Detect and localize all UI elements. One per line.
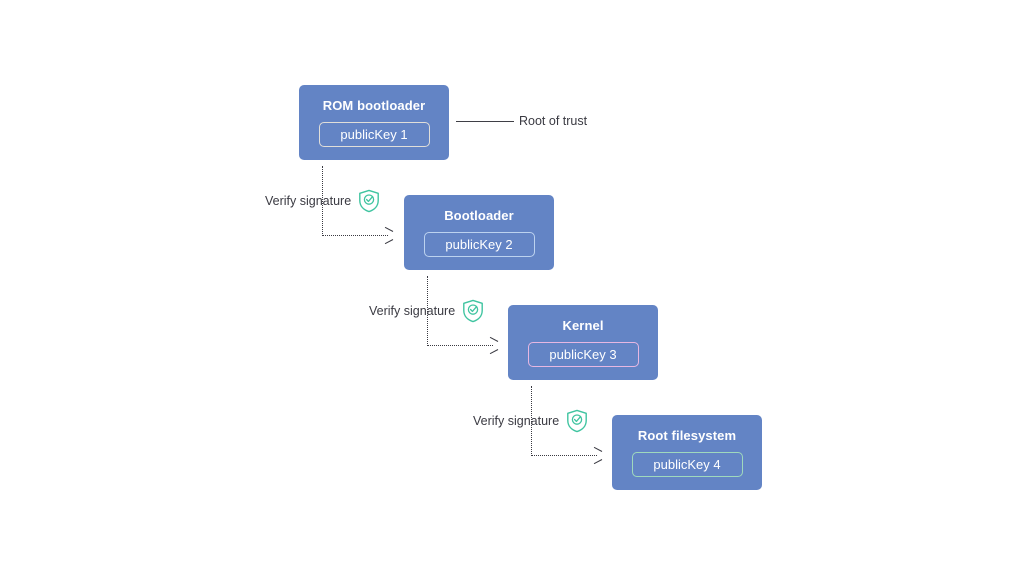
stage-box-root-filesystem[interactable]: Root filesystem publicKey 4 — [612, 415, 762, 490]
stage-title: Root filesystem — [637, 428, 737, 443]
verify-signature-label-1: Verify signature — [265, 194, 352, 208]
verify-signature-label-3: Verify signature — [473, 414, 560, 428]
shield-check-icon — [566, 409, 588, 433]
root-of-trust-label: Root of trust — [519, 114, 588, 128]
public-key-chip: publicKey 3 — [527, 342, 639, 367]
shield-check-icon — [462, 299, 484, 323]
connector-verify-1-horizontal — [322, 235, 388, 236]
stage-title: Kernel — [562, 318, 604, 333]
connector-verify-3-horizontal — [531, 455, 597, 456]
public-key-chip: publicKey 2 — [423, 232, 535, 257]
public-key-chip: publicKey 1 — [318, 122, 430, 147]
connector-verify-2-horizontal — [427, 345, 493, 346]
stage-box-rom-bootloader[interactable]: ROM bootloader publicKey 1 — [299, 85, 449, 160]
stage-box-bootloader[interactable]: Bootloader publicKey 2 — [404, 195, 554, 270]
verify-signature-label-2: Verify signature — [369, 304, 456, 318]
public-key-chip: publicKey 4 — [631, 452, 743, 477]
stage-title: ROM bootloader — [322, 98, 426, 113]
stage-title: Bootloader — [444, 208, 514, 223]
stage-box-kernel[interactable]: Kernel publicKey 3 — [508, 305, 658, 380]
connector-verify-3-vertical — [531, 386, 532, 456]
connector-verify-1-vertical — [322, 166, 323, 236]
shield-check-icon — [358, 189, 380, 213]
connector-verify-2-vertical — [427, 276, 428, 346]
root-of-trust-leader-line — [456, 121, 514, 122]
